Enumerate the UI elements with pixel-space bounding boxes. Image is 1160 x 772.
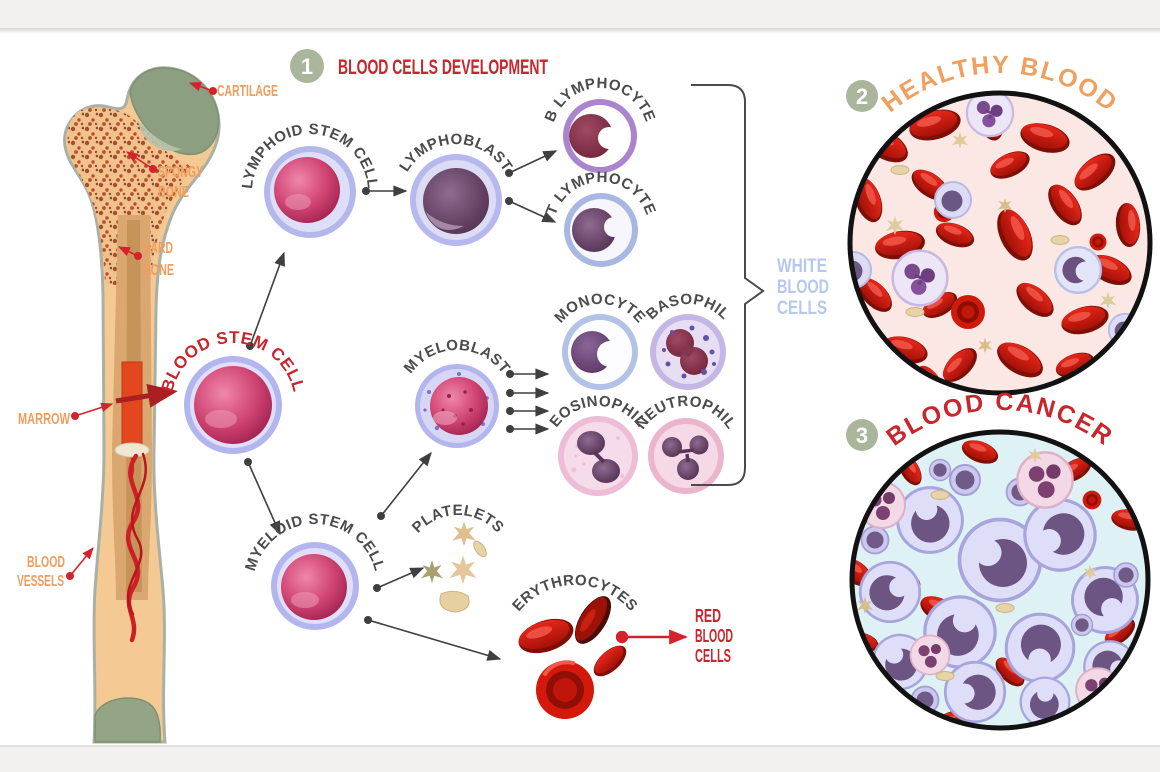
spongy-bone-label-line2: BONE xyxy=(158,184,189,201)
arrow-lymphoblast-to-b xyxy=(505,150,558,177)
vessels-arrow xyxy=(66,547,94,580)
section-3-number-badge xyxy=(846,419,878,451)
white-cells-bracket xyxy=(691,84,765,486)
cancer-blood-photo xyxy=(849,429,1151,731)
bone-label-arrows xyxy=(66,82,217,580)
healthy-blood-photo xyxy=(847,90,1153,396)
section-1-title: BLOOD CELLS DEVELOPMENT xyxy=(338,56,548,79)
cancer-circle-border xyxy=(849,429,1151,731)
section-2-number-badge xyxy=(846,80,878,112)
blood-vessel-2 xyxy=(126,452,147,616)
cell-neutrophil xyxy=(648,418,724,494)
blood-vessels-label-line1: BLOOD xyxy=(27,554,65,571)
cell-t-lymphocyte xyxy=(564,193,638,267)
arrow-lymphoblast-to-t xyxy=(505,197,557,223)
marrow-arrow xyxy=(71,402,114,420)
bone-spongy-region xyxy=(67,107,192,285)
marrow-label: MARROW xyxy=(18,411,71,428)
blood-vessels-label-line2: VESSELS xyxy=(17,573,64,590)
cell-lymphoblast xyxy=(410,154,502,246)
cartilage-arrow xyxy=(188,82,217,95)
red-blood-cells-label: RED BLOOD CELLS xyxy=(695,606,733,666)
cartilage-label: CARTILAGE xyxy=(217,83,278,100)
red-label-line2: BLOOD xyxy=(695,626,733,646)
spongy-bone-label-line1: SPONGY xyxy=(158,164,203,181)
marrow-to-stem-cell-arrow xyxy=(115,383,178,408)
white-label-line2: BLOOD xyxy=(777,277,829,298)
bone-labels: CARTILAGE SPONGY BONE HARD BONE MARROW B… xyxy=(17,83,278,590)
section-1-number: 1 xyxy=(301,54,313,79)
white-label-line1: WHITE xyxy=(777,256,827,277)
cell-myeloid-stem xyxy=(271,542,359,630)
bone-cartilage-shine xyxy=(138,120,182,152)
bone-foot-cartilage xyxy=(94,697,161,743)
spongy-arrow xyxy=(125,151,157,173)
cell-basophil xyxy=(650,314,726,390)
cell-blood-stem xyxy=(184,356,282,454)
cell-lymphoid-stem xyxy=(264,146,356,238)
arrow-stem-to-myeloid xyxy=(244,458,281,536)
hard-bone-arrow xyxy=(117,246,142,260)
white-blood-cells-label: WHITE BLOOD CELLS xyxy=(777,256,829,319)
red-label-line3: CELLS xyxy=(695,646,731,666)
cell-b-lymphocyte xyxy=(563,99,637,173)
arrow-myeloid-to-platelets xyxy=(373,567,425,592)
flow-arrows xyxy=(244,150,558,661)
healthy-circle-border xyxy=(847,90,1153,396)
section-3-number: 3 xyxy=(856,423,868,448)
bone-break-gap xyxy=(114,442,150,458)
section-2-number: 2 xyxy=(856,84,868,109)
arrow-myeloid-to-erythrocytes xyxy=(364,616,502,661)
red-label-line1: RED xyxy=(695,606,721,626)
arrow-stem-to-lymphoid xyxy=(246,251,285,350)
bone-marrow-core xyxy=(121,361,143,447)
cell-monocyte xyxy=(562,314,638,390)
cell-eosinophil xyxy=(558,416,638,496)
section-1-number-badge xyxy=(290,49,324,83)
platelets-cluster xyxy=(421,521,490,613)
hard-bone-label-line2: BONE xyxy=(143,262,174,279)
white-label-line3: CELLS xyxy=(777,298,827,319)
erythrocytes-group xyxy=(514,596,627,719)
arrow-myeloid-to-myeloblast xyxy=(377,451,432,520)
hard-bone-label-line1: HARD xyxy=(143,240,173,257)
card-top-shadow xyxy=(0,28,1160,34)
bone-illustration xyxy=(63,66,221,744)
section-1-header: 1 BLOOD CELLS DEVELOPMENT xyxy=(290,49,548,83)
cell-myeloblast xyxy=(415,364,499,448)
